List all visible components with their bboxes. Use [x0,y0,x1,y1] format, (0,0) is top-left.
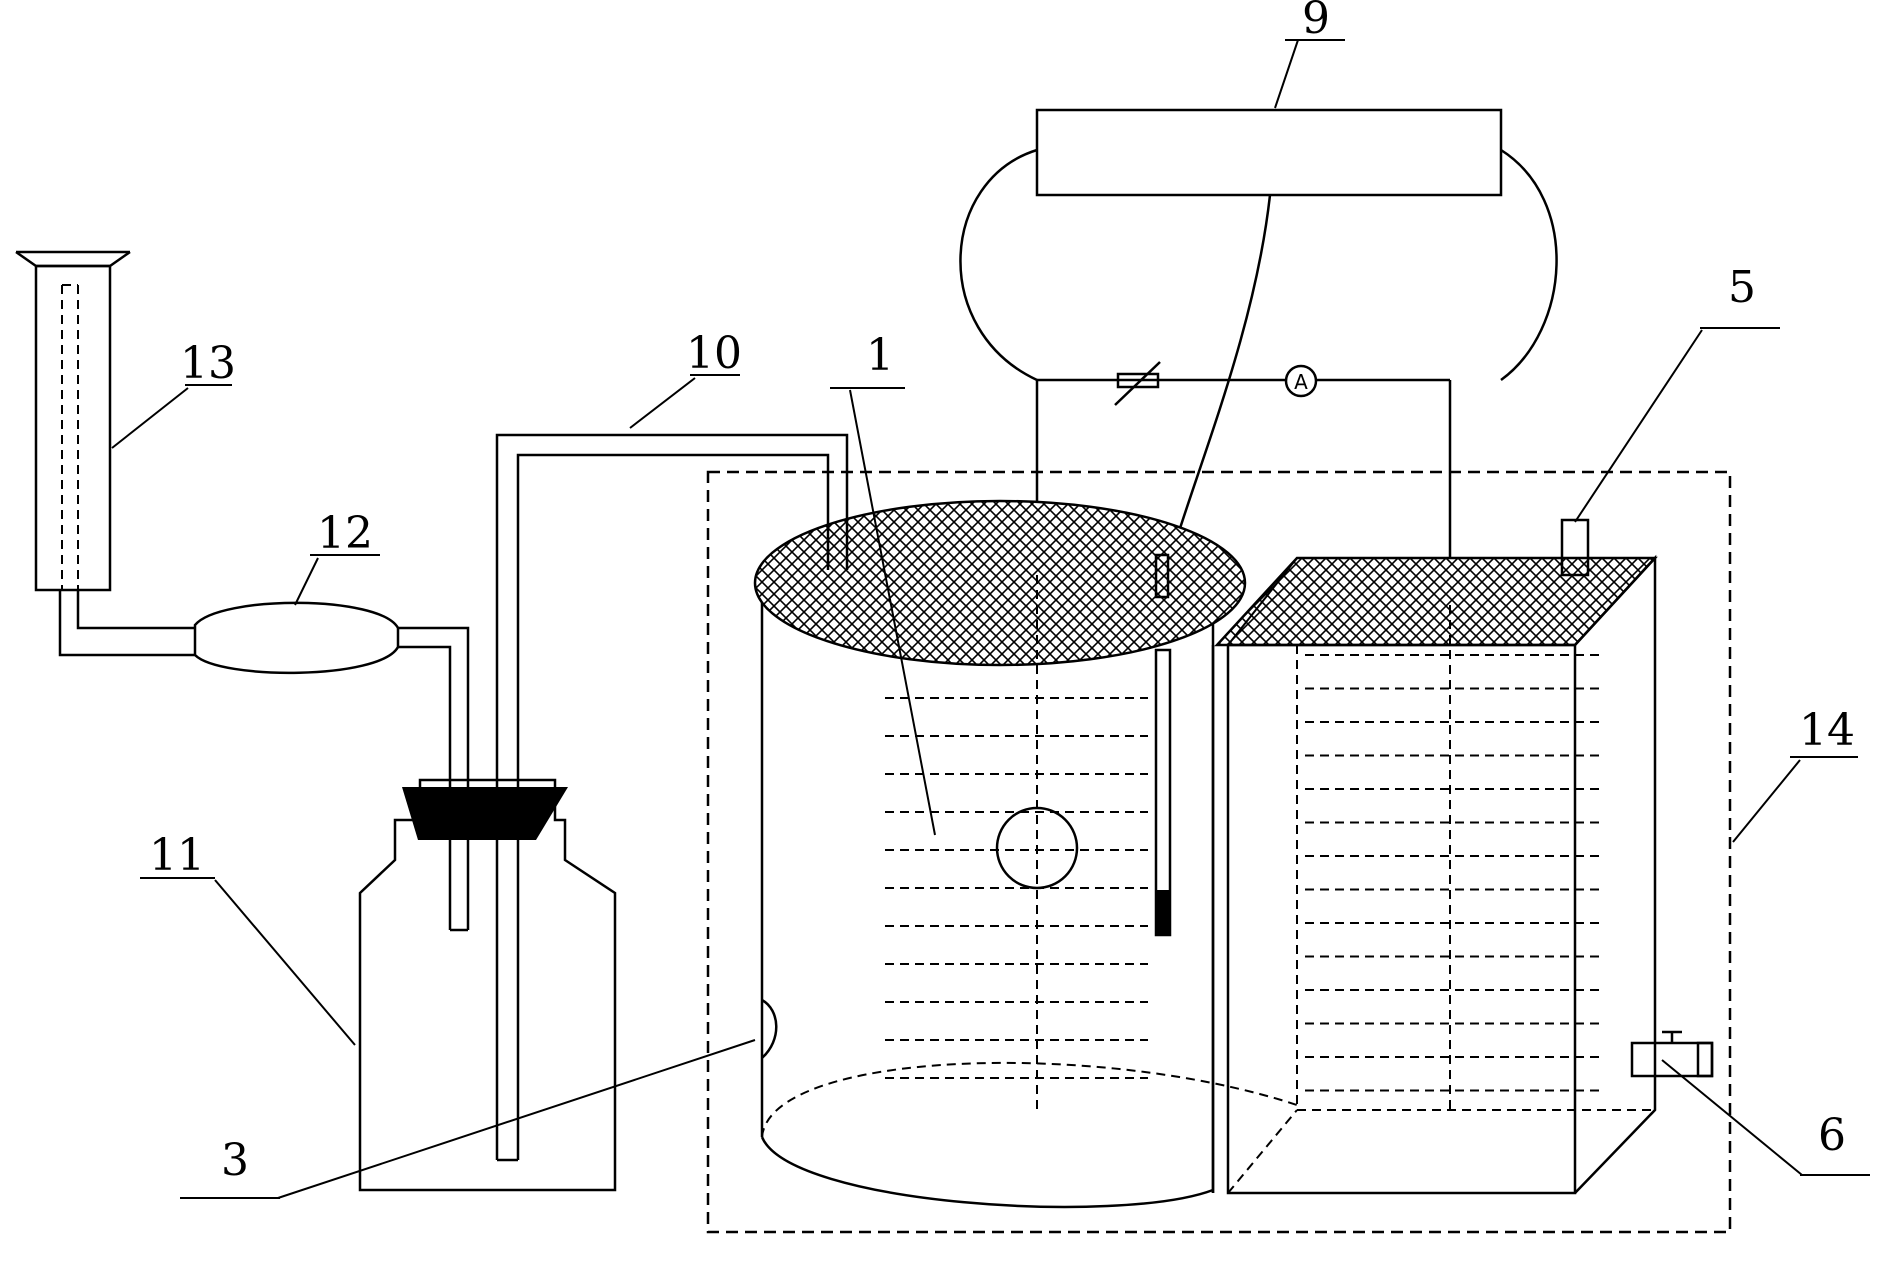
enclosure-box [706,470,1732,1234]
chamber-lid [753,499,1247,667]
leader-lines [111,39,1870,1199]
drain-valve [1630,1030,1714,1078]
left-chamber [753,499,1298,1209]
gas-tube [495,433,849,1162]
top-outlet [1560,518,1590,577]
gas-bottle [358,778,617,1192]
label-10: 10 [686,328,742,379]
label-11: 11 [149,830,205,881]
label-14: 14 [1799,705,1855,756]
left-liquid-lines [885,697,1148,1079]
label-13: 13 [180,338,236,389]
right-chamber [1211,554,1658,1195]
label-5: 5 [1728,262,1756,313]
right-liquid-lines [1305,654,1600,1092]
sample-circle [995,806,1079,890]
label-12: 12 [317,508,373,559]
label-3: 3 [221,1135,249,1186]
ammeter-label: A [1294,370,1308,394]
ammeter: A [1284,364,1318,398]
bottle-inlet-tube [398,626,470,932]
label-9: 9 [1302,0,1330,44]
power-supply [959,108,1558,561]
burette-tube [58,590,195,657]
label-1: 1 [866,330,894,381]
burette [15,250,131,592]
variable-resistor [1114,361,1161,406]
thermometer [1154,553,1172,937]
bottle-stopper [402,787,568,840]
drying-bulb [193,601,400,675]
label-6: 6 [1818,1110,1846,1161]
